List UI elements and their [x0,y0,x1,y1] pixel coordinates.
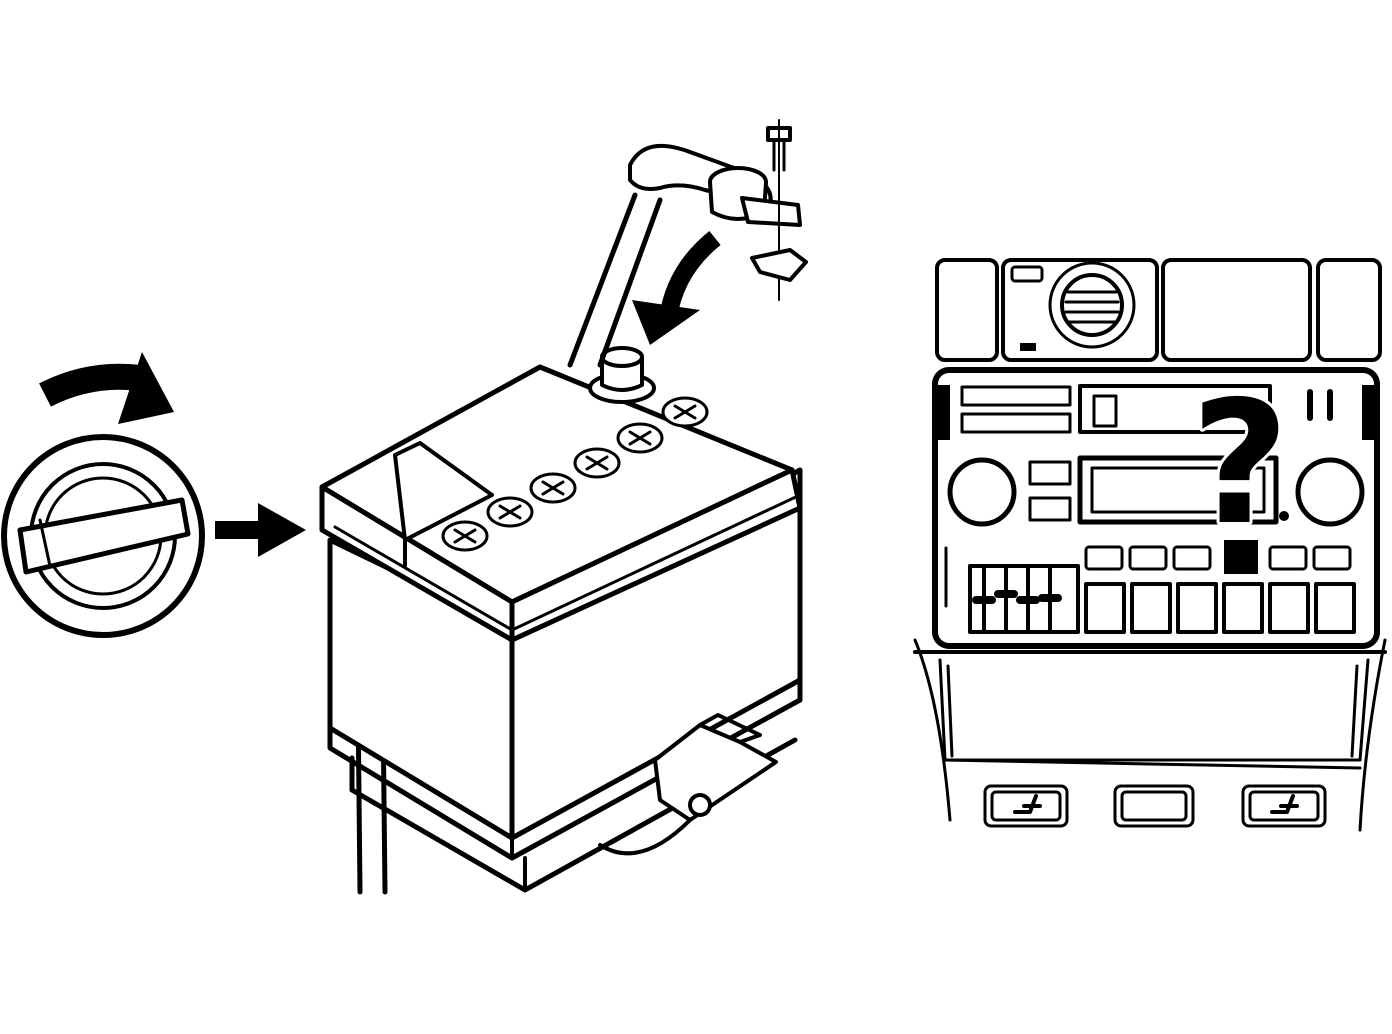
radio-console-panel: ? [913,258,1387,832]
battery-icon [319,346,803,893]
battery-terminal-post [588,346,656,404]
battery-clamp [598,713,778,856]
rotate-arrow-icon [39,352,174,424]
battery-panel [319,119,808,895]
car-radio-icon: ? [932,362,1380,649]
center-blank-button [1113,784,1195,828]
ignition-key-panel [1,352,306,638]
seat-heater-left-button [983,784,1069,828]
right-arrow-icon [215,503,306,557]
radio-code-question-mark: ? [1191,365,1290,563]
ignition-lock-icon [1,434,205,638]
seat-heater-right-button [1241,784,1327,828]
down-arrow-icon [632,230,721,345]
terminal-clamp-icon [628,119,808,345]
center-console [913,638,1387,832]
dashboard-vents [935,258,1382,362]
cell-caps [441,396,709,552]
